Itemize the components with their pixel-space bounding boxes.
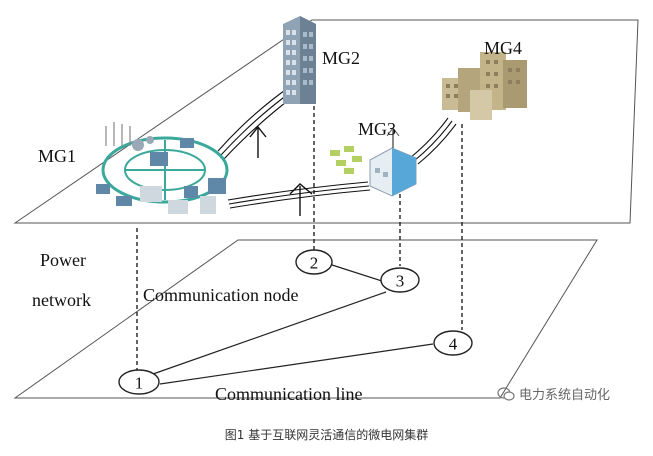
power-line-mg1-mg2 [217, 87, 295, 160]
house-with-antenna-icon [330, 127, 417, 197]
comm-node-3: 3 [380, 267, 420, 293]
mg3-label: MG3 [358, 119, 396, 139]
watermark-text: 电力系统自动化 [519, 388, 611, 403]
microgrid-cluster-icon [96, 122, 229, 214]
mg4-label: MG4 [484, 38, 522, 58]
power-network-label-line2: network [32, 290, 91, 310]
comm-node-1: 1 [118, 369, 160, 395]
svg-text:2: 2 [310, 254, 319, 273]
mg2-label: MG2 [322, 48, 360, 68]
watermark: 电力系统自动化 [497, 384, 610, 403]
comm-node-4: 4 [433, 330, 473, 356]
svg-text:3: 3 [396, 272, 405, 291]
svg-text:4: 4 [449, 335, 458, 354]
comm-node-2: 2 [295, 249, 333, 275]
comm-line-1-4 [159, 343, 434, 385]
communication-node-label: Communication node [143, 285, 298, 305]
office-building-icon [283, 16, 316, 104]
figure-caption: 图1 基于互联网灵活通信的微电网集群 [224, 428, 429, 442]
svg-text:1: 1 [135, 374, 144, 393]
wechat-icon [497, 386, 515, 401]
comm-line-2-3 [328, 263, 383, 282]
communication-line-label: Communication line [215, 384, 362, 404]
pylon-icon [289, 183, 313, 216]
power-network-plane [13, 19, 639, 224]
comm-line-1-3 [152, 291, 387, 375]
city-buildings-icon [442, 52, 527, 120]
pylon-icon [249, 125, 267, 158]
communication-plane [13, 239, 598, 399]
mg1-label: MG1 [38, 146, 76, 166]
power-network-label-line1: Power [40, 250, 86, 270]
power-line-mg3-mg4 [409, 117, 457, 165]
